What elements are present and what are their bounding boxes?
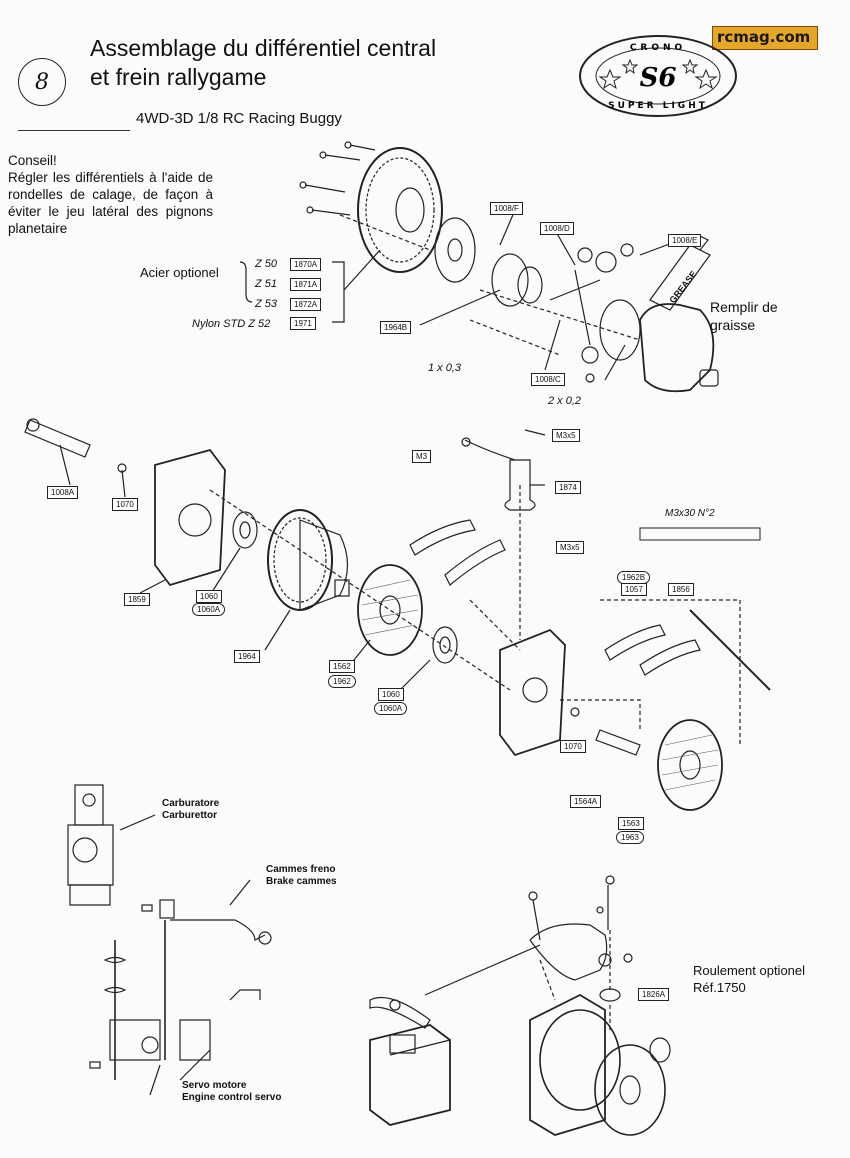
- model-subtitle: 4WD-3D 1/8 RC Racing Buggy: [136, 110, 342, 127]
- screw-m3x5-top: M3x5: [552, 429, 580, 442]
- rod-label: M3x30 N°2: [665, 508, 715, 519]
- part-1070-right: 1070: [560, 740, 586, 753]
- part-1008C: 1008/C: [531, 373, 565, 386]
- z51-label: Z 51: [255, 278, 278, 290]
- part-1060-right: 1060: [378, 688, 404, 701]
- part-1070-left: 1070: [112, 498, 138, 511]
- part-1963: 1963: [616, 831, 644, 844]
- screw-m3x5-mid: M3x5: [556, 541, 584, 554]
- part-1964B: 1964B: [380, 321, 412, 334]
- part-1008E: 1008/E: [668, 234, 702, 247]
- part-1008A: 1008A: [47, 486, 79, 499]
- part-1008F: 1008/F: [490, 202, 523, 215]
- part-1964: 1964: [234, 650, 260, 663]
- steel-optional-label: Acier optionel: [140, 265, 219, 280]
- part-1564A: 1564A: [570, 795, 602, 808]
- title-line-1: Assemblage du différentiel central: [90, 35, 437, 61]
- part-1859: 1859: [124, 593, 150, 606]
- carburettor-label: Carburatore Carburettor: [162, 798, 220, 821]
- shim-label-1: 1 x 0,3: [428, 362, 462, 374]
- part-1563: 1563: [618, 817, 644, 830]
- rcmag-logo: rcmag.com: [712, 26, 818, 50]
- part-1962: 1962: [328, 675, 356, 688]
- brake-cam-label: Cammes freno Brake cammes: [266, 864, 337, 887]
- part-1856: 1856: [668, 583, 694, 596]
- title-rule: [18, 130, 130, 131]
- page-title: Assemblage du différentiel central et fr…: [90, 34, 436, 92]
- part-1874: 1874: [555, 481, 581, 494]
- part-1872A: 1872A: [290, 298, 322, 311]
- advice-heading: Conseil!: [8, 153, 57, 168]
- title-line-2: et frein rallygame: [90, 64, 267, 90]
- part-1057: 1057: [621, 583, 647, 596]
- optional-bearing-note: Roulement optionel Réf.1750: [693, 963, 806, 995]
- part-1962B: 1962B: [617, 571, 651, 584]
- shim-label-2: 2 x 0,2: [548, 395, 582, 407]
- z53-label: Z 53: [255, 298, 278, 310]
- part-1971: 1971: [290, 317, 316, 330]
- part-1060A-right: 1060A: [374, 702, 408, 715]
- part-1008D: 1008/D: [540, 222, 574, 235]
- advice-body: Régler les différentiels à l'aide de ron…: [8, 170, 213, 236]
- screw-m3: M3: [412, 450, 432, 463]
- servo-label: Servo motore Engine control servo: [182, 1080, 282, 1103]
- step-number: 8: [18, 58, 66, 106]
- part-1060-left: 1060: [196, 590, 222, 603]
- grease-note: Remplir de graisse: [710, 299, 778, 333]
- part-1060A-left: 1060A: [192, 603, 226, 616]
- part-1562: 1562: [329, 660, 355, 673]
- part-1871A: 1871A: [290, 278, 322, 291]
- part-1826A: 1826A: [638, 988, 670, 1001]
- z50-label: Z 50: [255, 258, 278, 270]
- screws-top: [299, 141, 376, 216]
- part-1870A: 1870A: [290, 258, 322, 271]
- advice-note: Conseil! Régler les différentiels à l'ai…: [8, 152, 213, 237]
- nylon-std-label: Nylon STD Z 52: [192, 318, 271, 330]
